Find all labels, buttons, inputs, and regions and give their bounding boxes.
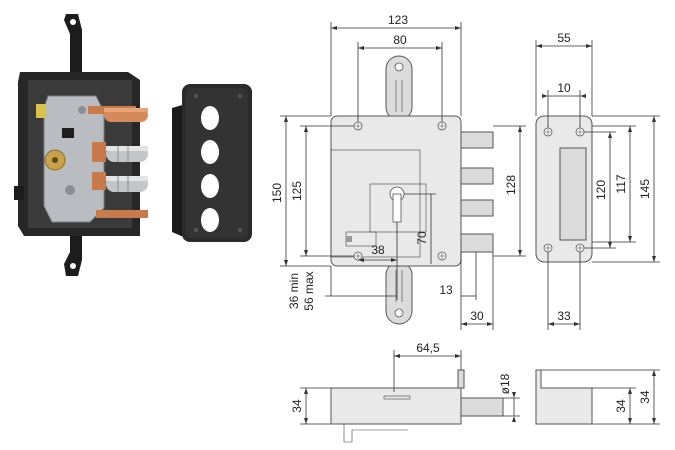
front-bolt-2 xyxy=(460,167,494,185)
dim-side-height-b: 117 xyxy=(614,174,628,193)
dim-front-height-right: 128 xyxy=(504,175,518,195)
dim-side-width: 55 xyxy=(557,31,571,45)
dim-side-height-c: 145 xyxy=(638,179,652,199)
copper-bar-2 xyxy=(92,142,106,162)
bottom-bolt xyxy=(460,397,504,417)
mounting-tab-top-hole xyxy=(70,19,76,25)
dim-bottom-depth-right-b: 34 xyxy=(638,390,652,404)
cover-hole-2 xyxy=(201,140,219,164)
lock-photo xyxy=(14,14,252,276)
dim-bottom-bolt-diameter: ø18 xyxy=(498,373,512,394)
cover-hole-4 xyxy=(201,208,219,232)
bottom-case xyxy=(330,387,462,425)
dim-front-height-inner: 125 xyxy=(290,181,304,201)
lock-cover-plate xyxy=(172,84,252,242)
dim-side-bottom-width: 33 xyxy=(557,309,571,323)
dim-front-width-overall: 123 xyxy=(388,13,408,27)
mounting-tab-bottom xyxy=(64,228,82,276)
bolt-top xyxy=(104,108,148,122)
front-deadbolt xyxy=(460,233,494,253)
dim-front-height-overall: 150 xyxy=(270,183,284,203)
copper-bar-4 xyxy=(96,210,148,218)
cover-hole-3 xyxy=(201,174,219,198)
mounting-tab-top xyxy=(64,14,82,78)
front-keyhole xyxy=(369,183,427,233)
dim-front-width-inner: 80 xyxy=(393,33,407,47)
dim-side-height-a: 120 xyxy=(594,180,608,200)
dim-keyhole-offset: 38 xyxy=(371,243,385,257)
dim-bottom-depth-right-a: 34 xyxy=(614,399,628,413)
front-bolt-1 xyxy=(460,131,494,149)
front-view-drawing: 123 80 150 125 128 70 38 36 min 56 max 1… xyxy=(270,13,526,330)
side-view-drawing: 55 10 120 117 145 33 xyxy=(535,31,660,330)
dim-side-hole-offset: 10 xyxy=(557,81,571,95)
mechanism-plate xyxy=(43,95,105,223)
dim-backset-min: 36 min xyxy=(287,273,301,309)
dim-bolt-gap: 13 xyxy=(439,283,453,297)
bolt-lower xyxy=(106,176,148,192)
front-bolt-3 xyxy=(460,199,494,217)
dim-bolt-projection: 30 xyxy=(470,309,484,323)
dim-bottom-depth-left: 34 xyxy=(290,399,304,413)
bottom-view-drawing: 34 64,5 ø18 34 34 xyxy=(290,341,660,443)
mounting-tab-bottom-hole xyxy=(70,263,76,269)
dim-bottom-bolt-distance: 64,5 xyxy=(416,341,440,355)
dim-keyhole-height: 70 xyxy=(415,231,429,245)
copper-bar-3 xyxy=(92,172,106,190)
dim-backset-max: 56 max xyxy=(302,271,316,310)
bolt-middle xyxy=(106,146,148,162)
cover-hole-1 xyxy=(201,106,219,130)
bottom-side-plate xyxy=(535,369,593,425)
